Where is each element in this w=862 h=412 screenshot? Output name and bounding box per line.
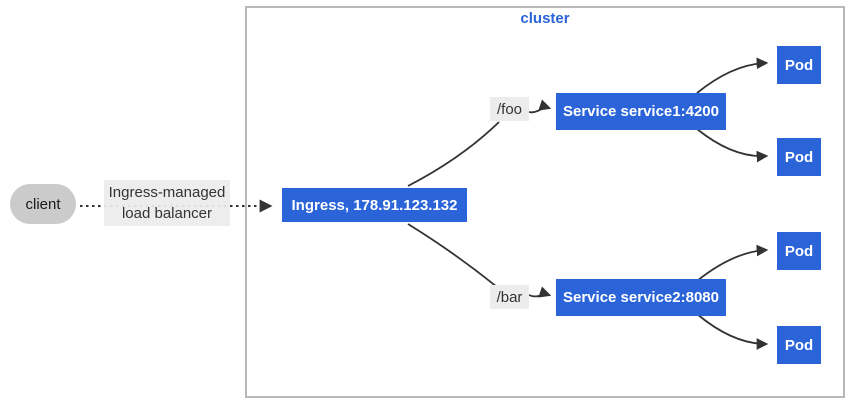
service1-node: Service service1:4200 [556,93,726,130]
edge-service1-pod2 [696,128,769,163]
service2-node: Service service2:8080 [556,279,726,316]
load-balancer-edge-label: Ingress-managed load balancer [104,180,230,226]
ingress-label: Ingress, 178.91.123.132 [291,196,458,214]
route-bar-text: /bar [496,288,523,306]
ingress-node: Ingress, 178.91.123.132 [282,188,467,222]
route-label-foo: /foo [490,97,529,121]
pod4-label: Pod [784,336,814,354]
route-foo-text: /foo [496,100,523,118]
pod-node-1: Pod [777,46,821,84]
client-node: client [10,184,76,224]
pod-node-3: Pod [777,232,821,270]
load-balancer-label-line1: Ingress-managed [108,184,226,201]
client-label: client [25,195,61,213]
pod2-label: Pod [784,148,814,166]
edge-service2-pod3 [696,244,769,282]
edge-foo-service1 [528,99,552,114]
pod1-label: Pod [784,56,814,74]
edge-bar-service2 [528,286,552,298]
service1-label: Service service1:4200 [563,103,719,120]
edge-ingress-bar [407,223,498,288]
service2-label: Service service2:8080 [563,289,719,306]
cluster-label: cluster [520,10,570,27]
edge-service2-pod4 [696,313,769,350]
pod3-label: Pod [784,242,814,260]
pod-node-4: Pod [777,326,821,364]
edge-service1-pod1 [696,57,769,94]
pod-node-2: Pod [777,138,821,176]
edge-ingress-foo [407,121,500,187]
cluster-boundary [245,6,845,398]
load-balancer-label-line2: load balancer [121,205,213,222]
route-label-bar: /bar [490,285,529,309]
